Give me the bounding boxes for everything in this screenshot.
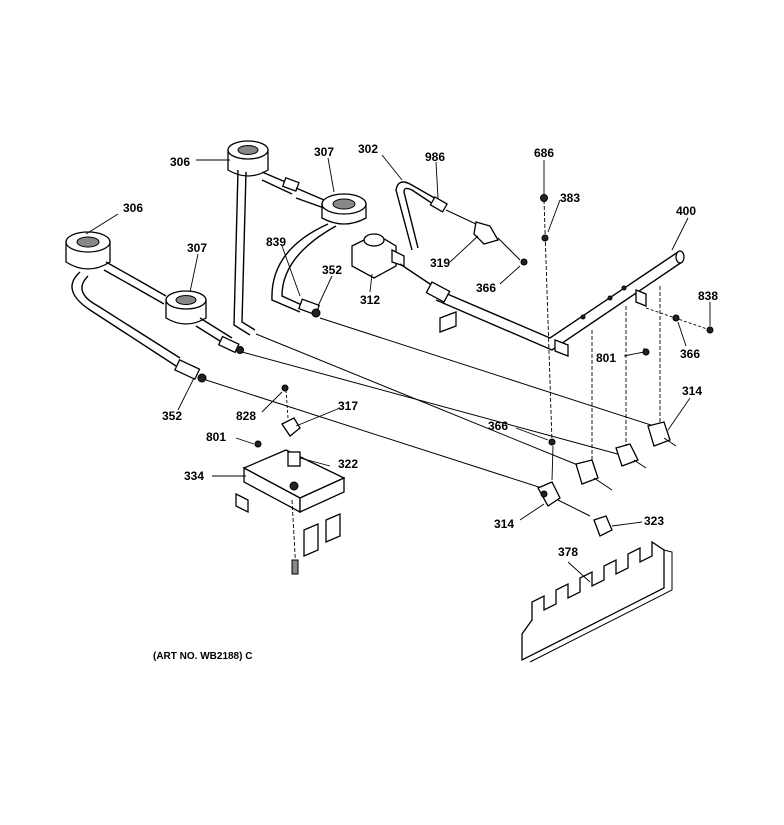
bracket-clip-317 [254,384,301,448]
callout-838: 838 [698,289,718,303]
callout-306-front: 306 [123,201,143,215]
burner-front-left [65,231,207,383]
callout-352-front: 352 [162,409,182,423]
callout-366-right: 366 [680,347,700,361]
callout-366-upper: 366 [476,281,496,295]
callout-801-right: 801 [596,351,616,365]
callout-366-middle: 366 [488,419,508,433]
valve-shield-378 [521,540,673,663]
leader-lines [85,154,711,583]
callout-312: 312 [360,293,380,307]
callout-839: 839 [266,235,286,249]
art-number: (ART NO. WB2188) C [153,651,252,662]
valve-middle-2 [615,443,647,469]
callout-314-rear: 314 [682,384,702,398]
valve-rear [647,421,677,447]
manifold-drops [591,286,714,462]
callout-319: 319 [430,256,450,270]
pressure-regulator [351,233,457,333]
callout-307-front: 307 [187,241,207,255]
callout-labels: 306 307 302 986 686 383 400 306 307 839 … [123,142,718,559]
callout-378: 378 [558,545,578,559]
valve-front [537,481,591,517]
burner-gas-line [395,181,477,251]
callout-400: 400 [676,204,696,218]
burner-rear-right [271,187,367,318]
callout-801-left: 801 [206,430,226,444]
igniter-switch [593,515,613,537]
valve-middle-1 [575,459,613,491]
callout-383: 383 [560,191,580,205]
callout-306-rear: 306 [170,155,190,169]
callout-322: 322 [338,457,358,471]
callout-686: 686 [534,146,554,160]
callout-302: 302 [358,142,378,156]
manifold-pipe [435,250,685,357]
orifice-bracket [235,449,346,575]
callout-828: 828 [236,409,256,423]
burner-front-right [165,290,244,354]
valve-319 [473,221,528,266]
callout-352-rear: 352 [322,263,342,277]
callout-986: 986 [425,150,445,164]
callout-307-rear: 307 [314,145,334,159]
callout-314-front: 314 [494,517,514,531]
gas-supply-tubes [205,317,661,491]
burner-rear-left [227,140,300,336]
callout-334: 334 [184,469,204,483]
callout-323: 323 [644,514,664,528]
screw-line-686 [540,194,556,481]
callout-317: 317 [338,399,358,413]
